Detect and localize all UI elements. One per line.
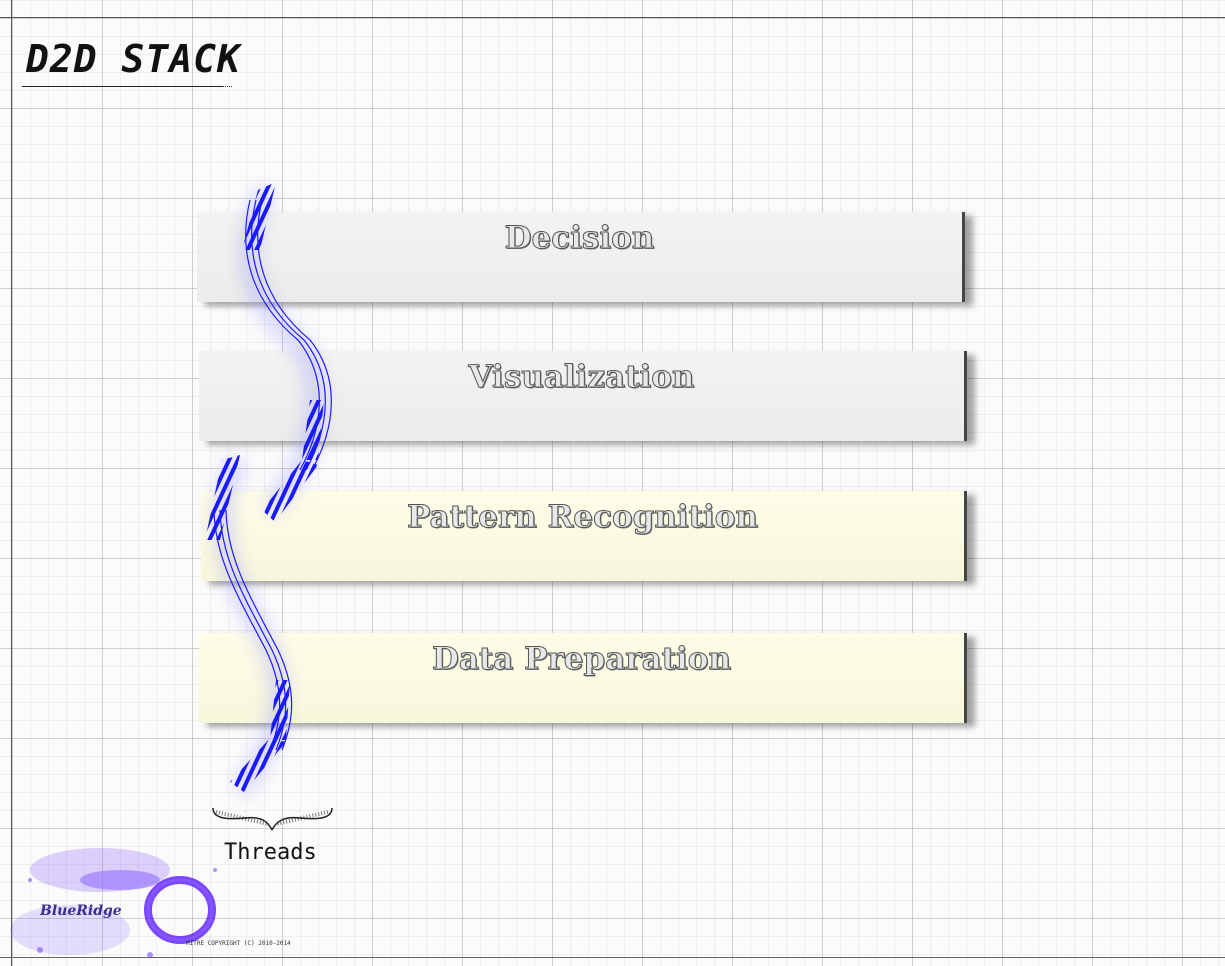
layer-decision: Decision xyxy=(197,212,965,302)
layer-label: Data Preparation xyxy=(431,641,732,678)
copyright-notice: MITRE COPYRIGHT (C) 2010-2014 xyxy=(186,940,291,947)
layer-visualization: Visualization xyxy=(199,351,967,441)
layer-label: Visualization xyxy=(468,359,695,396)
logo-text: BlueRidge xyxy=(40,903,122,919)
threads-label: Threads xyxy=(224,840,317,865)
frame-top-line xyxy=(0,17,1225,18)
title-underline-dots xyxy=(222,86,232,87)
threads-brace xyxy=(212,807,333,831)
title-underline xyxy=(22,86,222,87)
blueridge-logo xyxy=(10,848,217,958)
thread-upper xyxy=(239,182,332,522)
frame-left-line xyxy=(11,0,12,966)
layer-data-preparation: Data Preparation xyxy=(199,633,967,723)
frame-bottom-line xyxy=(0,957,1225,958)
layer-pattern-recognition: Pattern Recognition xyxy=(201,491,967,581)
layer-label: Pattern Recognition xyxy=(407,499,759,536)
page-title: D2D STACK xyxy=(26,37,241,81)
thread-lower xyxy=(205,455,293,796)
layer-label: Decision xyxy=(504,220,655,257)
